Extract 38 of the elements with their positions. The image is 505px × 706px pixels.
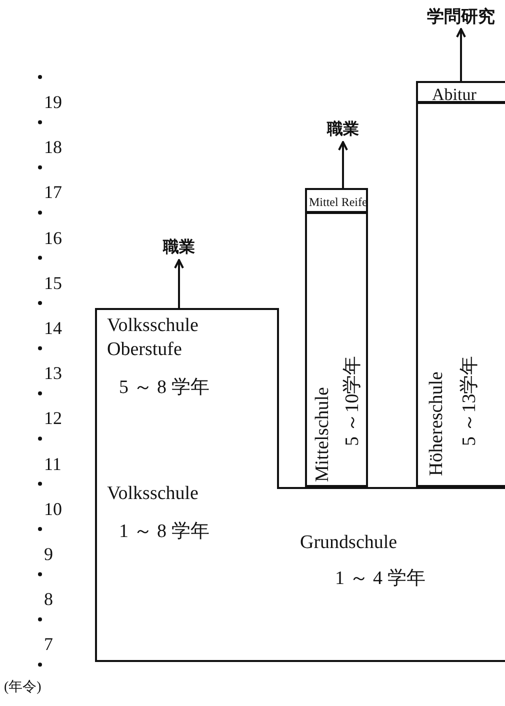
school-name: Höhereschule xyxy=(425,372,448,476)
age-tick-label: 9 xyxy=(44,544,53,565)
arrow xyxy=(174,259,184,308)
grade-range: 5 ～13学年 xyxy=(458,356,481,446)
grade-range: 1 ～ 8 学年 xyxy=(119,520,210,544)
arrow xyxy=(338,141,348,188)
school-name: Grundschule xyxy=(300,531,398,555)
age-tick-label: 19 xyxy=(44,92,62,113)
destination-label: 職業 xyxy=(327,121,359,138)
grade-range: 5 ～10学年 xyxy=(341,356,364,446)
destination-label: 学問研究 xyxy=(427,7,495,26)
grade-range: 5 ～ 8 学年 xyxy=(119,376,210,400)
age-tick-label: 15 xyxy=(44,272,62,294)
grade-range: 1 ～ 4 学年 xyxy=(335,567,426,591)
age-tick-label: 7 xyxy=(44,634,53,656)
arrow xyxy=(456,28,466,81)
school-name: Volksschule Oberstufe xyxy=(107,314,200,362)
age-tick-label: 11 xyxy=(44,454,62,475)
school-column xyxy=(305,212,368,487)
axis-title: (年令) xyxy=(4,678,42,696)
age-tick-label: 13 xyxy=(44,363,62,384)
school-column xyxy=(416,81,505,103)
age-tick-label: 18 xyxy=(44,137,62,158)
school-column xyxy=(305,188,368,213)
certificate-label: Abitur xyxy=(432,84,476,106)
age-tick-label: 8 xyxy=(44,589,53,610)
age-tick-label: 12 xyxy=(44,408,62,430)
age-tick-label: 17 xyxy=(44,182,62,204)
school-block xyxy=(95,308,279,662)
school-name: Volksschule xyxy=(107,482,198,506)
age-tick-label: 14 xyxy=(44,318,62,339)
age-tick-label: 10 xyxy=(44,498,62,520)
destination-label: 職業 xyxy=(163,239,195,256)
age-tick-label: 16 xyxy=(44,228,62,249)
school-block xyxy=(279,487,505,662)
school-column xyxy=(416,102,505,487)
school-name: Mittelschule xyxy=(311,387,334,482)
certificate-label: Mittel Reife xyxy=(309,194,368,211)
